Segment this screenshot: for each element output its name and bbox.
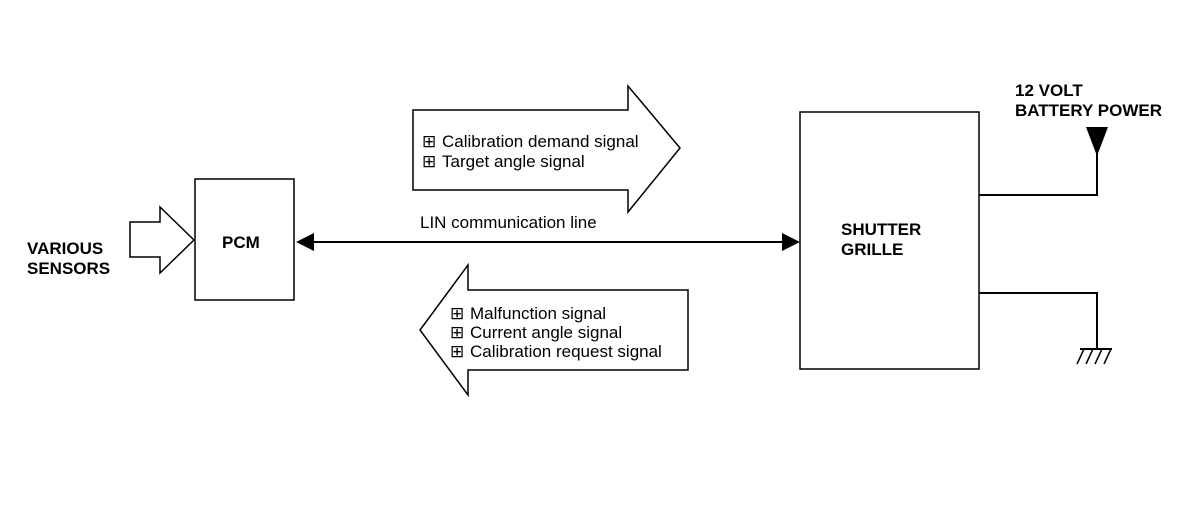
ground-wire	[979, 292, 1098, 349]
signal-bullet-icon: ⊞	[450, 304, 464, 323]
signal-bullet-icon: ⊞	[422, 132, 436, 151]
battery-power-label-line1: 12 VOLT	[1015, 81, 1083, 100]
current-angle-signal: Current angle signal	[470, 323, 622, 342]
pcm-to-grille-signal-arrow	[412, 83, 681, 215]
pcm-box	[194, 178, 295, 301]
grille-to-pcm-signal-arrow	[419, 262, 689, 398]
signal-bullet-icon: ⊞	[450, 323, 464, 342]
lin-communication-label: LIN communication line	[420, 213, 597, 232]
various-sensors-label-line2: SENSORS	[27, 259, 110, 278]
signal-bullet-icon: ⊞	[422, 152, 436, 171]
sensor-input-arrow	[129, 205, 196, 275]
various-sensors-label-line1: VARIOUS	[27, 239, 103, 258]
battery-power-label-line2: BATTERY POWER	[1015, 101, 1162, 120]
malfunction-signal: Malfunction signal	[470, 304, 606, 323]
battery-power-icon	[1086, 127, 1108, 156]
shutter-grille-box	[799, 111, 980, 370]
signal-bullet-icon: ⊞	[450, 342, 464, 361]
power-wire	[979, 150, 1098, 196]
pcm-label: PCM	[222, 233, 260, 252]
calibration-demand-signal: Calibration demand signal	[442, 132, 639, 151]
ground-icon	[1076, 348, 1112, 365]
shutter-grille-label-line1: SHUTTER	[841, 220, 921, 239]
lin-arrowhead-right	[782, 233, 800, 251]
lin-arrowhead-left	[296, 233, 314, 251]
target-angle-signal: Target angle signal	[442, 152, 585, 171]
shutter-grille-label-line2: GRILLE	[841, 240, 903, 259]
calibration-request-signal: Calibration request signal	[470, 342, 662, 361]
